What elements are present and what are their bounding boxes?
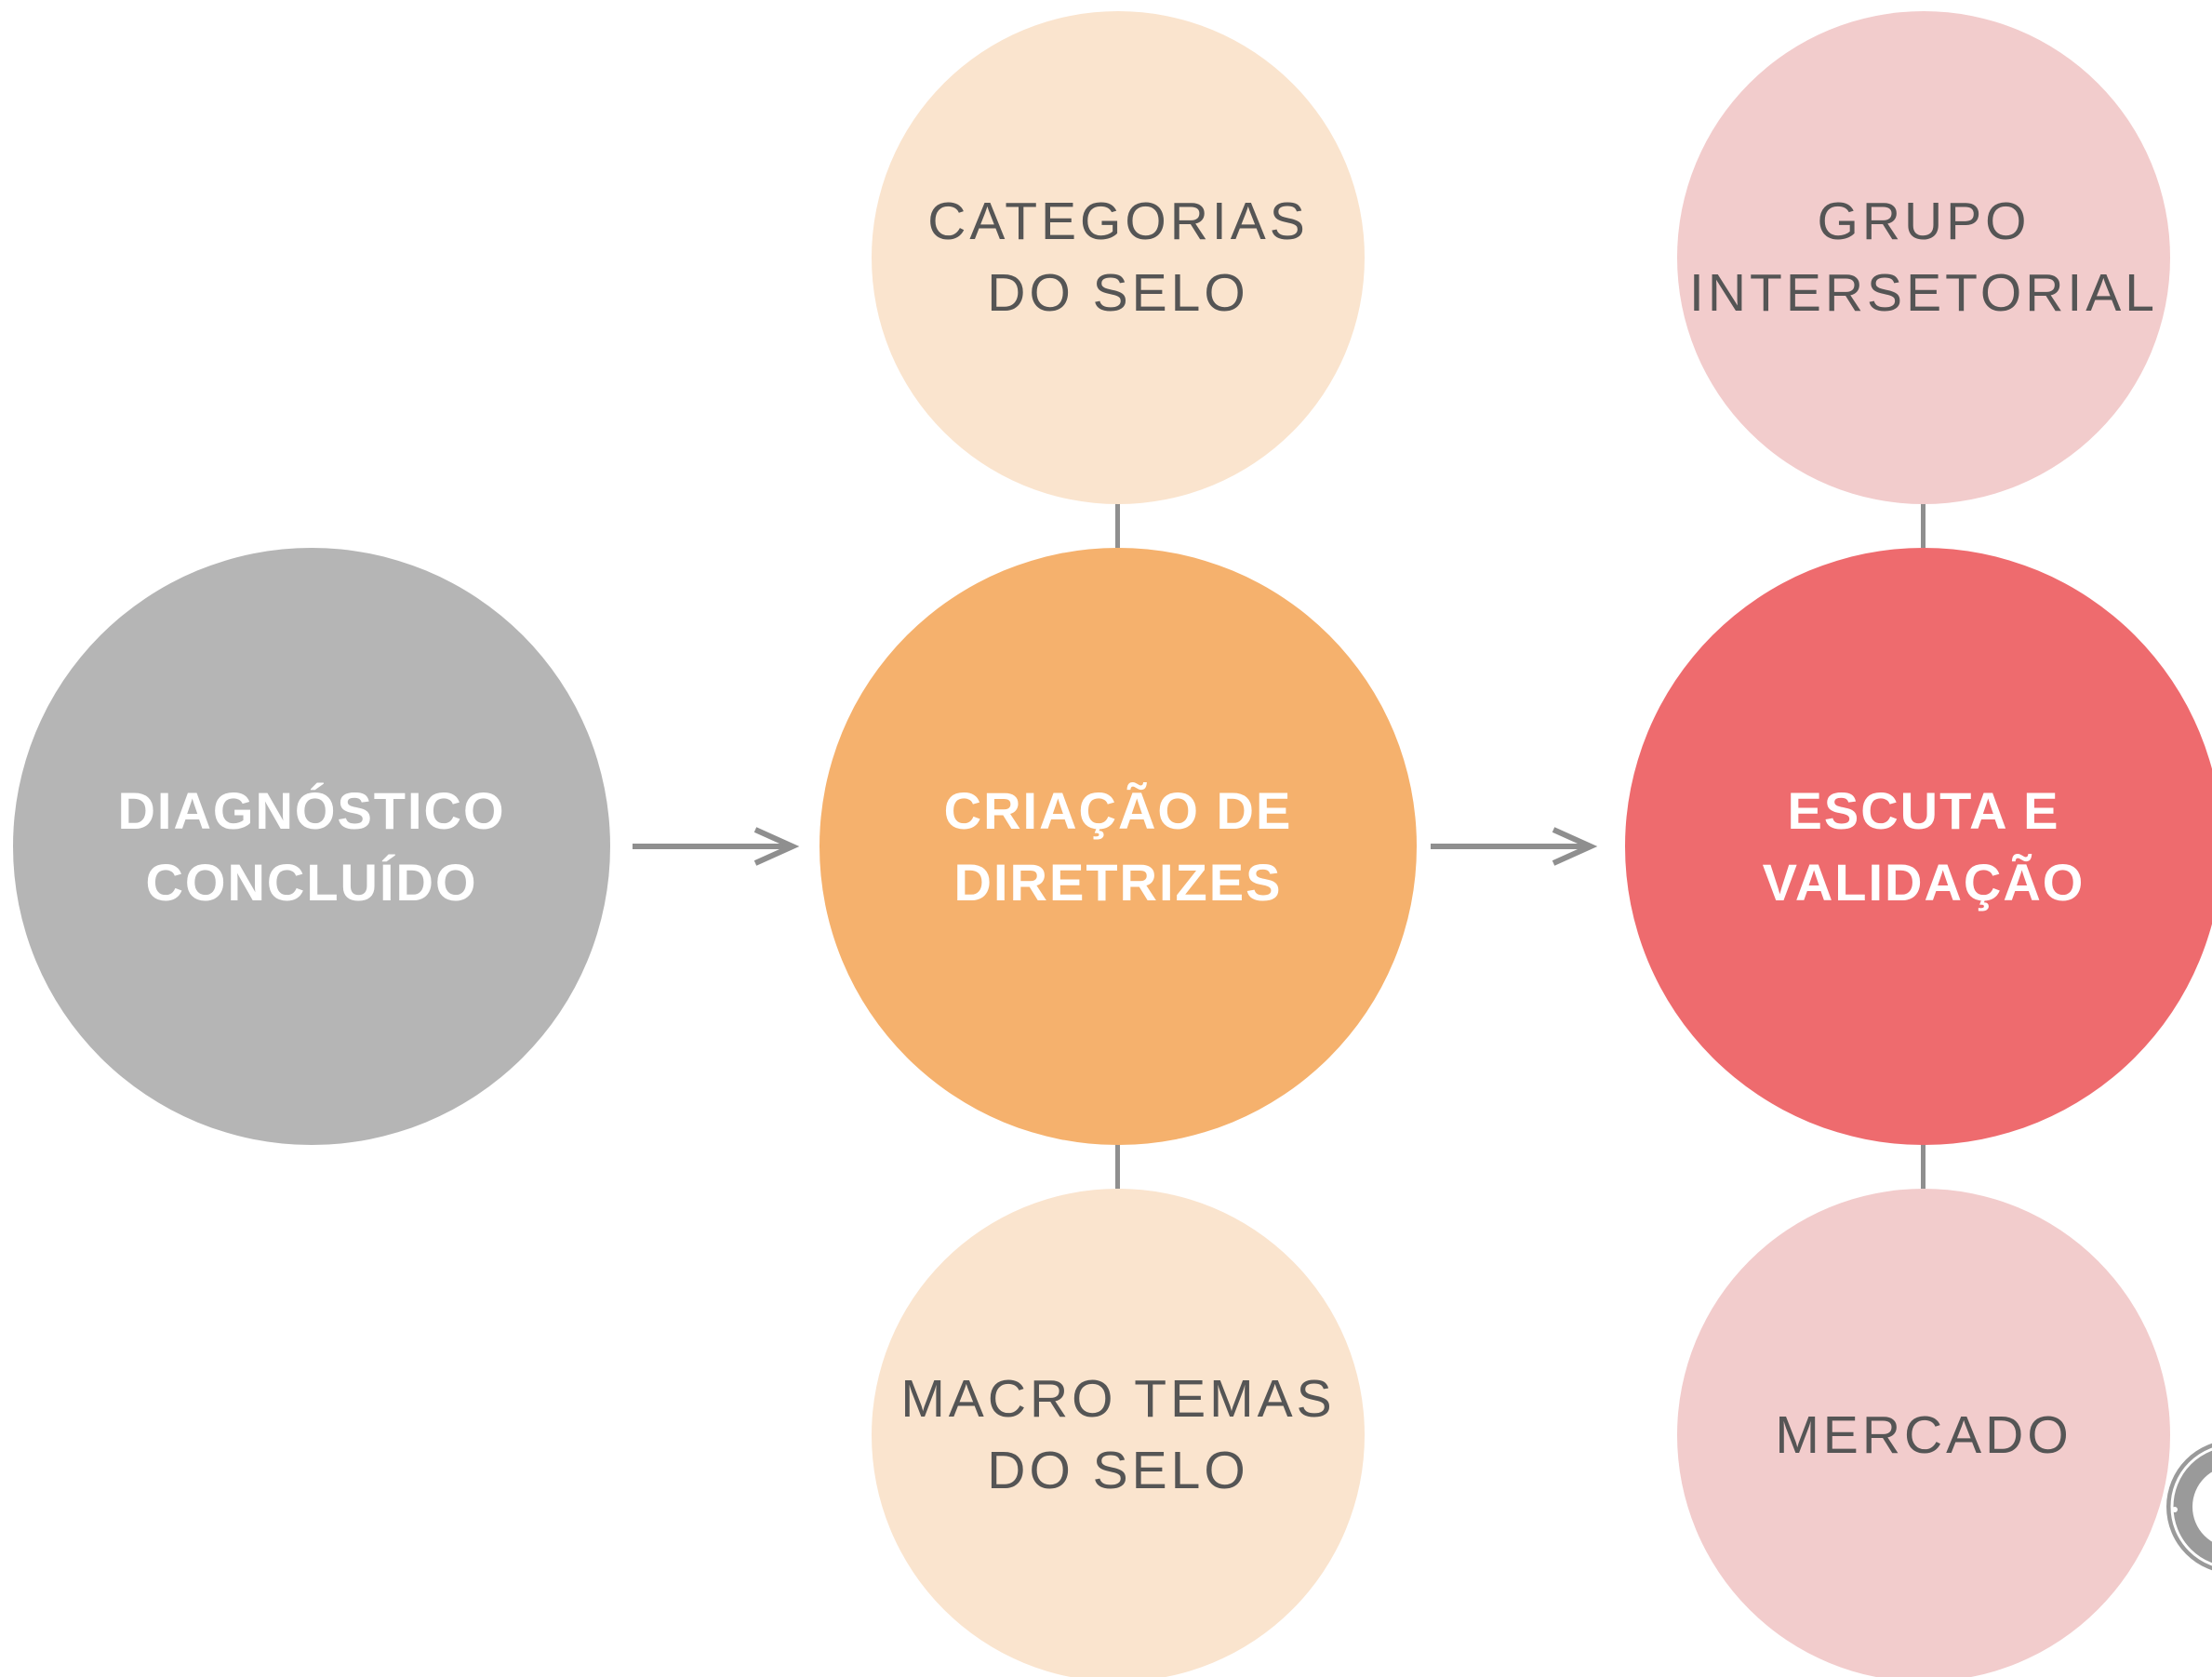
node-diagnostico-concluido: DIAGNÓSTICO CONCLUÍDO <box>13 548 610 1145</box>
node-label-line: INTERSETORIAL <box>1689 263 2158 323</box>
node-mercado: MERCADO <box>1677 1189 2170 1677</box>
node-label-line: MACRO TEMAS <box>900 1369 1336 1429</box>
node-escuta-e-validacao: ESCUTA E VALIDAÇÃO <box>1625 548 2212 1145</box>
node-label-line: MERCADO <box>1775 1404 2072 1465</box>
node-label-line: DIAGNÓSTICO <box>117 781 506 840</box>
node-label-line: DO SELO <box>987 263 1249 323</box>
connector-categorias <box>1115 503 1120 548</box>
node-categorias-do-selo: CATEGORIAS DO SELO <box>872 11 1365 504</box>
arrow-right-icon <box>633 827 800 866</box>
connector-grupo <box>1921 503 1926 548</box>
node-macro-temas-do-selo: MACRO TEMAS DO SELO <box>872 1189 1365 1677</box>
node-criacao-de-diretrizes: CRIAÇÃO DE DIRETRIZES <box>820 548 1417 1145</box>
node-label-line: CATEGORIAS <box>927 192 1309 251</box>
node-label-line: ESCUTA E <box>1787 781 2060 840</box>
seal-badge-icon <box>2166 1443 2212 1571</box>
node-label-line: DIRETRIZES <box>953 853 1283 912</box>
node-label-line: DO SELO <box>987 1441 1249 1500</box>
node-label-line: GRUPO <box>1817 192 2031 251</box>
node-label-line: VALIDAÇÃO <box>1762 853 2085 912</box>
connector-macro-temas <box>1115 1144 1120 1189</box>
arrow-right-icon <box>1431 827 1598 866</box>
node-label-line: CRIAÇÃO DE <box>943 781 1293 840</box>
node-label-line: CONCLUÍDO <box>145 853 478 912</box>
node-grupo-intersetorial: GRUPO INTERSETORIAL <box>1677 11 2170 504</box>
connector-mercado <box>1921 1144 1926 1189</box>
